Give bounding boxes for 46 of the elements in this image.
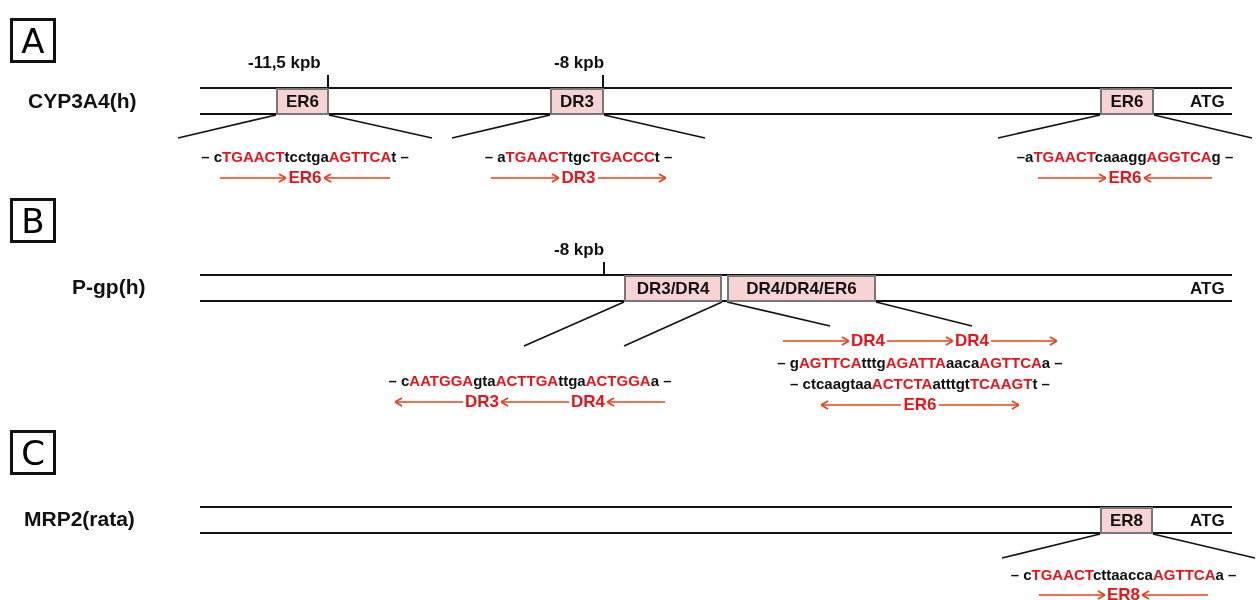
leader-line (328, 114, 433, 139)
response-element-box: ER6 (1100, 88, 1154, 115)
position-label: -8 kpb (554, 240, 605, 260)
response-element-box: DR3 (550, 88, 604, 115)
dna-sequence: – cTGAACTtcctgaAGTTCAt – (201, 147, 409, 167)
gene-name: MRP2(rata) (24, 507, 135, 531)
response-element-box: DR3/DR4 (624, 275, 722, 302)
leader-line (623, 301, 723, 347)
dna-sequence: – aTGAACTtgcTGACCCt – (484, 147, 673, 167)
gene-name: CYP3A4(h) (28, 89, 137, 113)
leader-line (1153, 114, 1253, 139)
dna-sequence: – gAGTTCAtttgAGATTAaacaAGTTCAa – (777, 353, 1063, 373)
position-label: -8 kpb (554, 53, 605, 73)
leader-line (726, 301, 831, 327)
response-element-box: ER8 (1100, 507, 1153, 534)
position-label: -11,5 kpb (248, 53, 321, 73)
dna-sequence: – ctcaagtaaACTCTAatttgtTCAAGTt – (790, 374, 1050, 394)
gene-name: P-gp(h) (72, 275, 146, 299)
panel-letter-box: C (10, 430, 56, 475)
leader-line (875, 301, 973, 327)
dna-sequence: – cAATGGAgtaACTTGAttgaACTGGAa – (388, 371, 672, 391)
response-element-box: ER6 (276, 88, 329, 115)
response-element-box: DR4/DR4/ER6 (727, 275, 876, 302)
motif-label: ER6 (288, 168, 322, 188)
leader-line (177, 114, 277, 139)
leader-line (523, 301, 625, 347)
leader-line (997, 114, 1101, 139)
leader-line (451, 114, 551, 139)
motif-label: ER6 (903, 395, 937, 415)
motif-label: DR3 (561, 168, 596, 188)
panel-letter-box: A (10, 18, 56, 63)
motif-label: DR3 (465, 392, 499, 412)
dna-sequence: –aTGAACTcaaaggAGGTCAg – (1016, 147, 1234, 167)
motif-label: ER6 (1108, 168, 1142, 188)
start-codon-label: ATG (1190, 92, 1225, 112)
start-codon-label: ATG (1190, 279, 1225, 299)
motif-label: DR4 (955, 331, 989, 351)
leader-line (1001, 533, 1101, 559)
start-codon-label: ATG (1190, 511, 1225, 531)
panel-letter-box: B (10, 198, 56, 243)
leader-line (603, 114, 706, 139)
motif-label: ER8 (1106, 585, 1141, 600)
leader-line (1152, 533, 1256, 559)
motif-label: DR4 (851, 331, 885, 351)
motif-label: DR4 (571, 392, 605, 412)
dna-sequence: – cTGAACTcttaaccaAGTTCAa – (1010, 565, 1237, 585)
